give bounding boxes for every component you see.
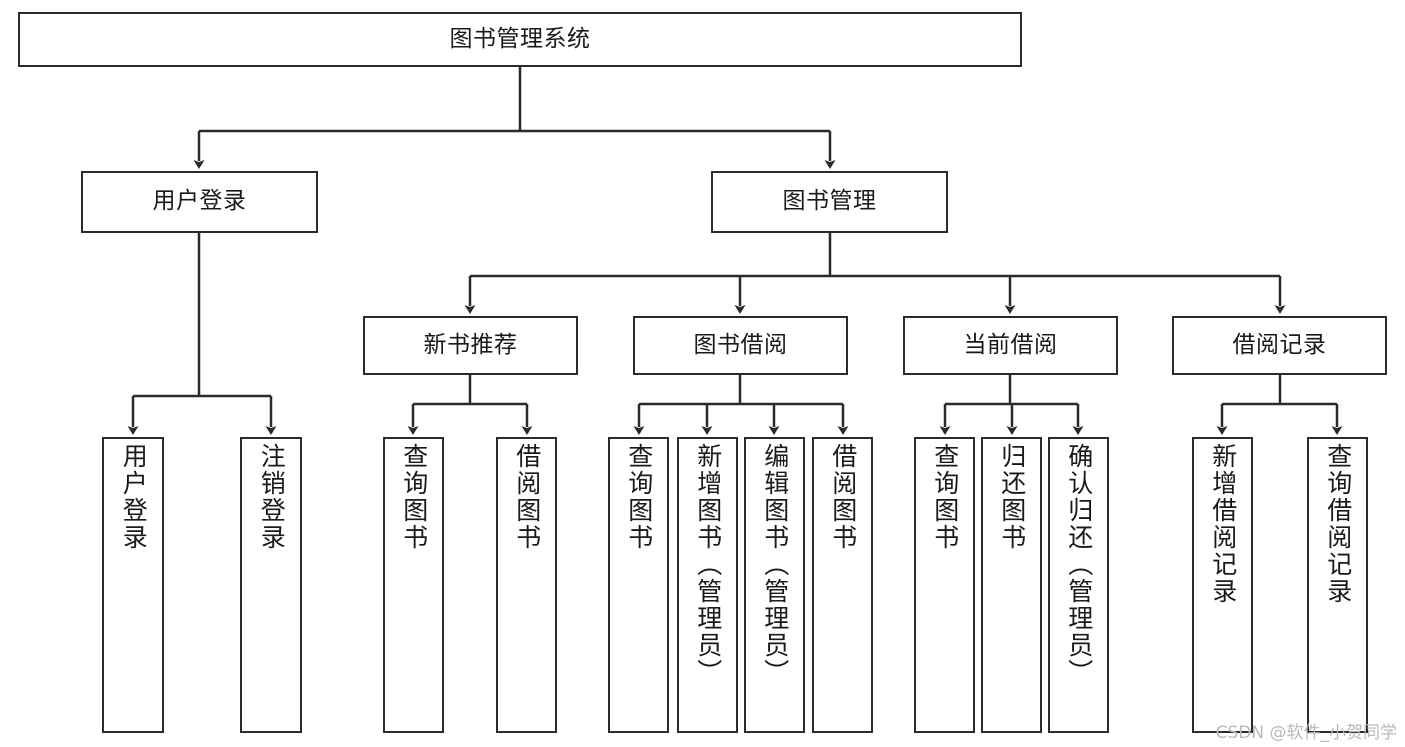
node-label: 查询图书	[399, 443, 429, 551]
leaf-borrow-borrow-book[interactable]: 借阅图书	[812, 437, 873, 733]
node-book-borrow[interactable]: 图书借阅	[633, 316, 848, 375]
leaf-user-login-login[interactable]: 用户登录	[102, 437, 164, 733]
node-user-login[interactable]: 用户登录	[81, 171, 318, 233]
leaf-current-query-book[interactable]: 查询图书	[914, 437, 975, 733]
node-label: 借阅图书	[828, 443, 858, 551]
node-label: 用户登录	[119, 443, 149, 551]
node-label: 新增借阅记录	[1208, 443, 1238, 605]
node-label: 用户登录	[152, 188, 247, 215]
leaf-borrow-add-book-admin[interactable]: 新增图书（管理员）	[677, 437, 738, 733]
node-label: 查询图书	[930, 443, 960, 551]
node-label: 归还图书	[997, 443, 1027, 551]
node-label: 编辑图书（管理员）	[760, 443, 790, 686]
node-label: 借阅记录	[1232, 331, 1327, 358]
node-label: 图书管理系统	[449, 25, 591, 52]
node-label: 查询借阅记录	[1323, 443, 1353, 605]
leaf-record-query-record[interactable]: 查询借阅记录	[1307, 437, 1368, 733]
node-borrow-record[interactable]: 借阅记录	[1172, 316, 1387, 375]
leaf-recommend-query-book[interactable]: 查询图书	[383, 437, 444, 733]
node-new-book-recommend[interactable]: 新书推荐	[363, 316, 578, 375]
node-label: 查询图书	[624, 443, 654, 551]
node-current-borrow[interactable]: 当前借阅	[903, 316, 1118, 375]
node-label: 注销登录	[257, 443, 287, 551]
leaf-recommend-borrow-book[interactable]: 借阅图书	[496, 437, 557, 733]
leaf-current-confirm-return-admin[interactable]: 确认归还（管理员）	[1048, 437, 1109, 733]
leaf-borrow-query-book[interactable]: 查询图书	[608, 437, 669, 733]
node-root-system[interactable]: 图书管理系统	[18, 12, 1022, 67]
leaf-current-return-book[interactable]: 归还图书	[981, 437, 1042, 733]
node-book-management[interactable]: 图书管理	[711, 171, 948, 233]
node-label: 借阅图书	[512, 443, 542, 551]
node-label: 当前借阅	[963, 331, 1058, 358]
node-label: 确认归还（管理员）	[1064, 443, 1094, 686]
node-label: 新书推荐	[423, 331, 518, 358]
csdn-watermark: CSDN @软件_小贺同学	[1215, 723, 1397, 743]
node-label: 图书管理	[782, 188, 877, 215]
node-label: 图书借阅	[693, 331, 788, 358]
leaf-borrow-edit-book-admin[interactable]: 编辑图书（管理员）	[744, 437, 805, 733]
node-label: 新增图书（管理员）	[693, 443, 723, 686]
leaf-user-login-logout[interactable]: 注销登录	[240, 437, 302, 733]
leaf-record-add-record[interactable]: 新增借阅记录	[1192, 437, 1253, 733]
